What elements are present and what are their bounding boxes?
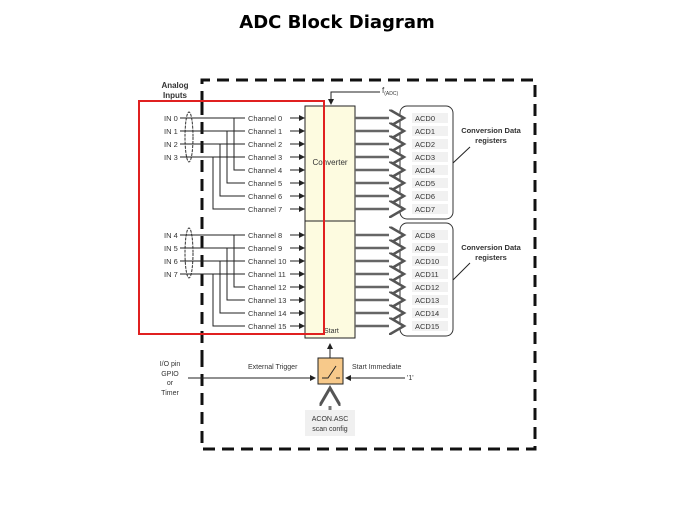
start-label: Start: [324, 328, 339, 335]
registers-layer: ACD0ACD1ACD2ACD3ACD4ACD5ACD6ACD7ACD8ACD9…: [355, 113, 448, 331]
converter-block: [304, 105, 356, 339]
channel-label: Channel 12: [248, 283, 286, 292]
register-cell: [412, 152, 448, 162]
clock-line: [328, 91, 380, 105]
register-group-1-pointer: [452, 146, 471, 164]
external-trigger-label: External Trigger: [248, 364, 298, 371]
register-label: ACD3: [415, 153, 435, 162]
register-cell: [412, 113, 448, 123]
channel-label: Channel 9: [248, 244, 282, 253]
register-group-1-label: Conversion Data: [461, 126, 521, 135]
inputs-layer: IN 0 IN 1 IN 2 IN 3 IN 4 IN 5 IN 6 IN 7: [164, 114, 245, 327]
trigger-switch-icon: [322, 365, 340, 379]
highlight-box: [138, 100, 325, 335]
input-label: IN 7: [164, 270, 178, 279]
register-label: ACD9: [415, 244, 435, 253]
adc-boundary: [200, 78, 537, 451]
trigger-select-block: [317, 357, 344, 385]
channel-label: Channel 1: [248, 127, 282, 136]
channel-label: Channel 13: [248, 296, 286, 305]
input-label: IN 5: [164, 244, 178, 253]
register-group-2-pointer: [452, 262, 471, 281]
register-cell: [412, 256, 448, 266]
scan-config-bg: [305, 410, 355, 436]
register-label: ACD5: [415, 179, 435, 188]
page-title: ADC Block Diagram: [239, 12, 435, 33]
start-immediate-label: Start Immediate: [352, 364, 402, 371]
input-branch-wire: [233, 235, 245, 288]
io-pin-label: I/O pin: [160, 361, 181, 368]
register-group-2-label-2: registers: [475, 253, 507, 262]
input-branch-wire: [219, 144, 245, 197]
input-branch-wire: [212, 274, 245, 327]
register-label: ACD7: [415, 205, 435, 214]
channel-label: Channel 4: [248, 166, 282, 175]
channel-label: Channel 14: [248, 309, 286, 318]
input-branch-wire: [212, 157, 245, 210]
analog-inputs-label: Analog: [161, 81, 188, 90]
input-group-1-ellipse: [184, 111, 194, 163]
channel-label: Channel 10: [248, 257, 286, 266]
input-label: IN 6: [164, 257, 178, 266]
register-label: ACD14: [415, 309, 439, 318]
register-group-2-label: Conversion Data: [461, 243, 521, 252]
timer-label: Timer: [161, 390, 179, 397]
register-cell: [412, 295, 448, 305]
register-label: ACD8: [415, 231, 435, 240]
register-cell: [412, 139, 448, 149]
register-label: ACD0: [415, 114, 435, 123]
register-cell: [412, 282, 448, 292]
scan-config-label: ACON.ASC: [312, 416, 349, 423]
register-cell: [412, 126, 448, 136]
register-cell: [412, 178, 448, 188]
or-label: or: [167, 380, 174, 387]
register-label: ACD2: [415, 140, 435, 149]
input-branch-wire: [226, 248, 245, 301]
register-label: ACD11: [415, 270, 439, 279]
channel-label: Channel 15: [248, 322, 286, 331]
channel-label: Channel 7: [248, 205, 282, 214]
input-label: IN 3: [164, 153, 178, 162]
register-label: ACD4: [415, 166, 435, 175]
register-label: ACD12: [415, 283, 439, 292]
input-branch-wire: [219, 261, 245, 314]
constant-one-label: '1': [407, 375, 414, 382]
register-label: ACD10: [415, 257, 439, 266]
register-cell: [412, 308, 448, 318]
channel-label: Channel 11: [248, 270, 286, 279]
channel-label: Channel 6: [248, 192, 282, 201]
register-group-1-label-2: registers: [475, 136, 507, 145]
register-cell: [412, 204, 448, 214]
input-label: IN 2: [164, 140, 178, 149]
input-label: IN 4: [164, 231, 178, 240]
register-cell: [412, 269, 448, 279]
input-branch-wire: [226, 131, 245, 184]
register-label: ACD15: [415, 322, 439, 331]
clock-label: f(ADC): [382, 86, 398, 97]
register-label: ACD13: [415, 296, 439, 305]
input-branch-wire: [233, 118, 245, 171]
register-label: ACD1: [415, 127, 435, 136]
channel-label: Channel 0: [248, 114, 282, 123]
register-label: ACD6: [415, 192, 435, 201]
channel-label: Channel 2: [248, 140, 282, 149]
channel-label: Channel 5: [248, 179, 282, 188]
register-cell: [412, 321, 448, 331]
input-label: IN 1: [164, 127, 178, 136]
register-cell: [412, 191, 448, 201]
analog-inputs-label-2: Inputs: [163, 91, 188, 100]
gpio-label: GPIO: [161, 371, 179, 378]
register-cell: [412, 230, 448, 240]
scan-config-label-2: scan config: [312, 426, 348, 433]
input-group-2-ellipse: [184, 227, 194, 279]
channel-label: Channel 3: [248, 153, 282, 162]
channel-label: Channel 8: [248, 231, 282, 240]
converter-label: Converter: [312, 158, 347, 167]
register-cell: [412, 165, 448, 175]
input-label: IN 0: [164, 114, 178, 123]
channels-layer: Channel 0 Channel 1 Channel 2 Channel 3 Chan…: [248, 114, 305, 331]
register-cell: [412, 243, 448, 253]
